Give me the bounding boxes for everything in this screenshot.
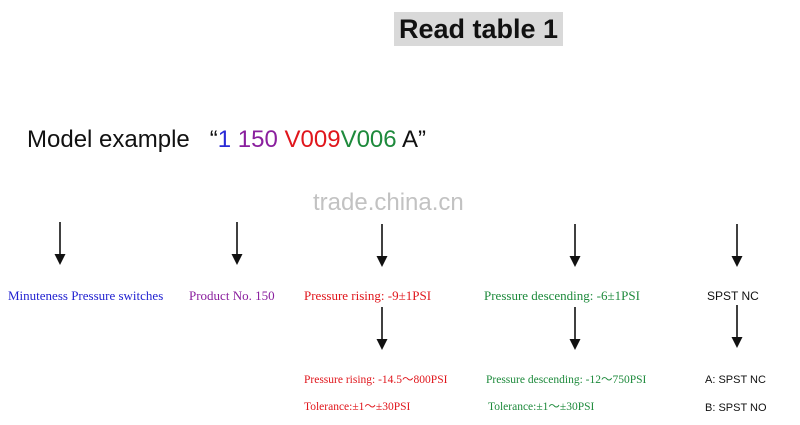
watermark: trade.china.cn: [313, 189, 464, 216]
down-arrow-icon: [731, 305, 743, 349]
row2-switch-b: B: SPST NO: [705, 402, 767, 414]
down-arrow-icon: [731, 224, 743, 268]
down-arrow-icon: [569, 224, 581, 268]
row2-descending-range: Pressure descending: -12～750PSI: [486, 374, 647, 386]
row2-descending-tolerance: Tolerance:±1～±30PSI: [488, 401, 595, 413]
down-arrow-icon: [376, 224, 388, 268]
model-part-rising: V009: [284, 126, 341, 153]
row1-pressure-rising: Pressure rising: -9±1PSI: [304, 288, 432, 303]
row2-rising-range: Pressure rising: -14.5～800PSI: [304, 374, 448, 386]
row1-switch-type: SPST NC: [707, 289, 759, 303]
row2-rising-tolerance: Tolerance:±1～±30PSI: [304, 401, 411, 413]
row1-product: Product No. 150: [189, 288, 275, 303]
row2-switch-a: A: SPST NC: [705, 374, 766, 386]
down-arrow-icon: [231, 222, 243, 266]
model-part-descending: V006: [340, 126, 397, 153]
down-arrow-icon: [376, 307, 388, 351]
model-part-product: 150: [237, 126, 278, 153]
model-example: Model example “1 150 V009V006 A”: [27, 124, 426, 156]
row1-pressure-descending: Pressure descending: -6±1PSI: [484, 288, 640, 303]
model-part-switch: A: [401, 126, 418, 153]
close-quote: ”: [417, 126, 426, 153]
down-arrow-icon: [54, 222, 66, 266]
row1-type: Minuteness Pressure switches: [8, 288, 164, 303]
model-example-label: Model example: [27, 126, 190, 153]
page-title: Read table 1: [394, 12, 563, 46]
down-arrow-icon: [569, 307, 581, 351]
model-part-type: 1: [217, 126, 232, 153]
open-quote: “: [209, 126, 218, 153]
